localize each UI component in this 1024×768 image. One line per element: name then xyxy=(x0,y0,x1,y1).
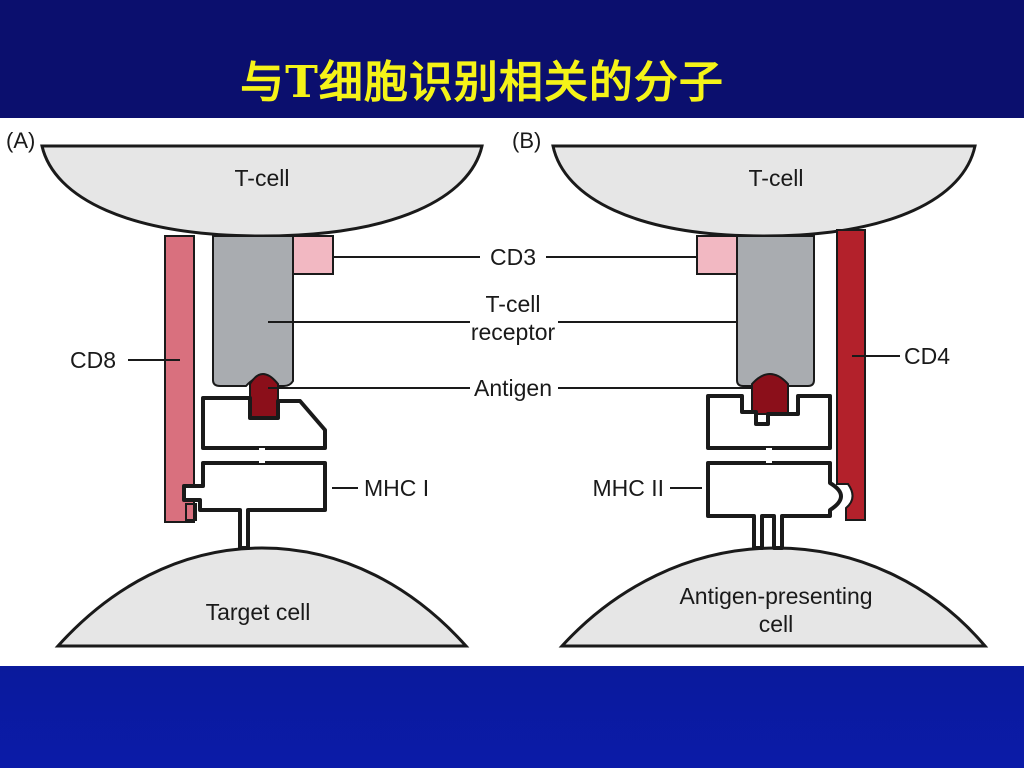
antigen-label: Antigen xyxy=(474,375,552,401)
panel-b-tcr xyxy=(736,235,815,387)
panel-a-cd3 xyxy=(292,235,334,275)
panel-a-antigen xyxy=(249,373,279,419)
panel-a-target-cell-label: Target cell xyxy=(206,599,311,625)
panel-a-mhc-label: MHC I xyxy=(364,475,429,501)
panel-a-mhc-lower xyxy=(182,461,327,550)
slide-title: 与T细胞识别相关的分子 xyxy=(240,57,724,108)
bottom-band xyxy=(0,666,1024,768)
tcr-label-line1: T-cell xyxy=(486,291,541,317)
panel-b-mhc-lower xyxy=(706,461,843,550)
tcell-recognition-figure: (A) T-cell Target cell CD8 MHC I CD3 T-c… xyxy=(0,118,1024,666)
panel-b-apc-label-line1: Antigen-presenting xyxy=(679,583,872,609)
diagram-canvas: (A) T-cell Target cell CD8 MHC I CD3 T-c… xyxy=(6,128,989,648)
panel-b-apc-label-line2: cell xyxy=(759,611,794,637)
panel-b-label: (B) xyxy=(512,128,541,153)
panel-a-target-cell xyxy=(54,546,470,648)
panel-b-mhc-upper xyxy=(706,394,832,450)
panel-a-cd8-label: CD8 xyxy=(70,347,116,373)
panel-a-t-cell-label: T-cell xyxy=(235,165,290,191)
tcr-label-line2: receptor xyxy=(471,319,556,345)
panel-a-t-cell xyxy=(40,144,484,238)
panel-b-t-cell-label: T-cell xyxy=(749,165,804,191)
cd3-label: CD3 xyxy=(490,244,536,270)
panel-a-label: (A) xyxy=(6,128,35,153)
panel-b-mhc-label: MHC II xyxy=(592,475,664,501)
panel-b-cd4-label: CD4 xyxy=(904,343,950,369)
panel-a-tcr xyxy=(212,235,294,387)
panel-b-t-cell xyxy=(551,144,977,238)
panel-b-antigen xyxy=(751,373,789,415)
panel-a-cd8 xyxy=(164,235,197,523)
panel-b-cd3 xyxy=(696,235,738,275)
panel-b-cd4 xyxy=(836,229,866,521)
